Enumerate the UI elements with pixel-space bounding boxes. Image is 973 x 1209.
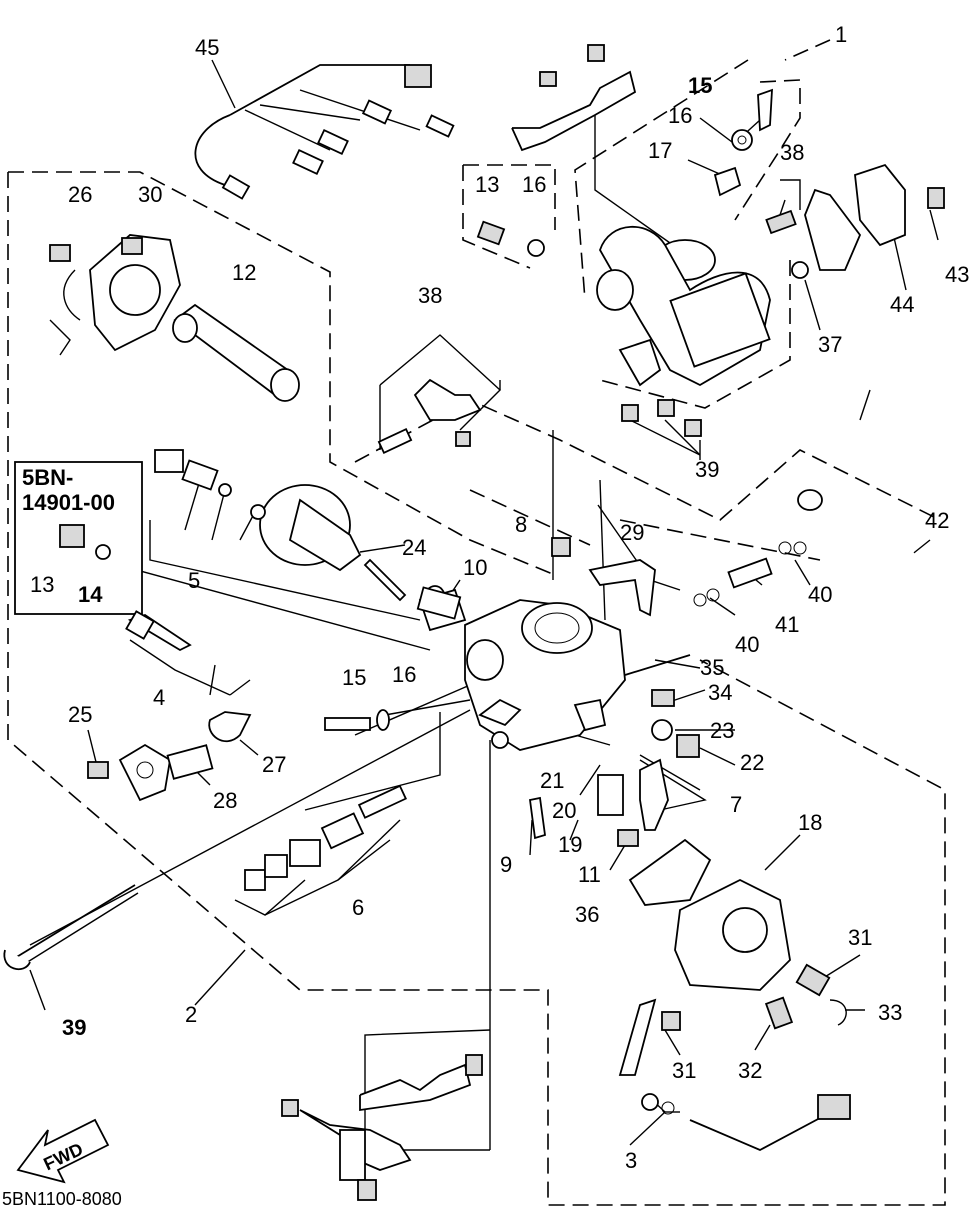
callout-33: 33 (878, 1000, 902, 1025)
callout-12: 12 (232, 260, 256, 285)
callout-24: 24 (402, 535, 426, 560)
inset-part-prefix: 5BN- (22, 465, 73, 490)
callout-26: 26 (68, 182, 92, 207)
callout-40-right: 40 (808, 582, 832, 607)
callout-27: 27 (262, 752, 286, 777)
callout-37: 37 (818, 332, 842, 357)
part-small-bits-right (528, 541, 807, 906)
callout-22: 22 (740, 750, 764, 775)
callout-45: 45 (195, 35, 219, 60)
callout-16-lower: 16 (392, 662, 416, 687)
callout-29: 29 (620, 520, 644, 545)
callout-7: 7 (730, 792, 742, 817)
part-throttle-body-upper (476, 88, 945, 437)
callout-19: 19 (558, 832, 582, 857)
callout-43: 43 (945, 262, 969, 287)
callout-4: 4 (153, 685, 165, 710)
callout-2: 2 (185, 1002, 197, 1027)
callout-21: 21 (540, 768, 564, 793)
callout-36: 36 (575, 902, 599, 927)
callout-5: 5 (188, 568, 200, 593)
callout-16-mid: 16 (522, 172, 546, 197)
callout-3: 3 (625, 1148, 637, 1173)
callout-10: 10 (463, 555, 487, 580)
callout-30: 30 (138, 182, 162, 207)
part-jet-set-6 (244, 784, 407, 891)
callout-35: 35 (700, 655, 724, 680)
callout-20: 20 (552, 798, 576, 823)
callout-13-inset: 13 (30, 572, 54, 597)
callout-28: 28 (213, 788, 237, 813)
callout-15-lower: 15 (342, 665, 366, 690)
part-spring-12 (172, 303, 300, 402)
diagram-code: 5BN1100-8080 (2, 1189, 122, 1209)
callout-32: 32 (738, 1058, 762, 1083)
part-top-bracket (511, 44, 637, 152)
callout-11: 11 (578, 862, 601, 887)
part-wire-harness (194, 64, 455, 200)
callout-16-upper: 16 (668, 103, 692, 128)
callout-9: 9 (500, 852, 512, 877)
part-bracket-38 (377, 378, 482, 454)
part-cover-18 (618, 878, 851, 1151)
callout-38-left: 38 (418, 283, 442, 308)
callout-15-upper: 15 (688, 73, 712, 98)
inset-part-number: 14901-00 (22, 490, 115, 515)
callout-31-right: 31 (848, 925, 872, 950)
callout-14: 14 (78, 582, 103, 607)
callout-40-left: 40 (735, 632, 759, 657)
callout-8: 8 (515, 512, 527, 537)
fwd-direction-arrow: FWD (16, 1118, 110, 1184)
callout-1: 1 (835, 22, 847, 47)
callout-6: 6 (352, 895, 364, 920)
part-inset-box (14, 461, 143, 615)
callout-39-lower: 39 (62, 1015, 86, 1040)
callout-44: 44 (890, 292, 914, 317)
part-rod-39 (3, 884, 139, 971)
callout-31-lower: 31 (672, 1058, 696, 1083)
callout-25: 25 (68, 702, 92, 727)
callout-39-upper: 39 (695, 457, 719, 482)
part-left-cover (49, 234, 181, 356)
part-main-carburetor (87, 537, 656, 802)
callout-18: 18 (798, 810, 822, 835)
callout-13-upper: 13 (475, 172, 499, 197)
part-bottom-bracket (281, 1054, 483, 1201)
callout-labels: 1 2 3 4 5 6 7 8 9 10 11 12 13 13 14 15 1… (2, 22, 969, 1209)
part-diaphragm-24 (154, 449, 407, 602)
callout-17: 17 (648, 138, 672, 163)
callout-42: 42 (925, 508, 949, 533)
callout-41: 41 (775, 612, 799, 637)
callout-38-upper: 38 (780, 140, 804, 165)
callout-34: 34 (708, 680, 732, 705)
callout-23: 23 (710, 718, 734, 743)
part-hose-42 (797, 489, 934, 715)
